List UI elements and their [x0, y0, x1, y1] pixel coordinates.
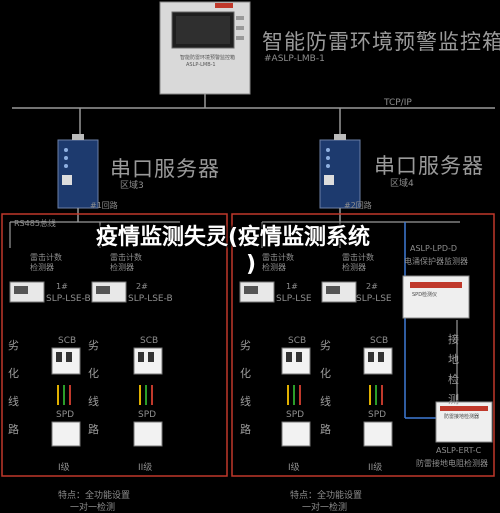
right-monitor1-title: 雷击计数: [262, 253, 294, 262]
right-monitor1-num: 1#: [286, 282, 298, 291]
overlay-line-1: 疫情监测失灵(疫情监测系统: [96, 225, 371, 250]
right-monitor1-model: SLP-LSE: [276, 294, 312, 304]
overlay-line-2: ): [246, 252, 257, 277]
right-vertical-char: 线: [320, 395, 331, 408]
spd-device-title: SPD检测仪: [412, 292, 438, 298]
left-module-label: #1回路: [90, 201, 118, 210]
left-monitor1-sub: 检测器: [30, 263, 54, 272]
right-scb1-label: SCB: [288, 336, 307, 346]
server-left-zone: 区域3: [120, 181, 144, 191]
controller-title: 智能防雷环境预警监控箱: [262, 30, 500, 54]
right-monitor2-title: 雷击计数: [342, 253, 374, 262]
right-grade1: I级: [288, 463, 300, 473]
left-monitor2-sub: 检测器: [110, 263, 134, 272]
left-vertical-text-2: 劣 化 线 路: [88, 332, 100, 444]
right-vertical-char: 化: [240, 367, 251, 380]
right-monitor1-sub: 检测器: [262, 263, 286, 272]
left-vertical-text: 劣 化 线 路: [8, 332, 20, 444]
left-bus-label: RS485总线: [14, 219, 56, 228]
server-left-title: 串口服务器: [110, 157, 220, 181]
serial-server-left: [57, 134, 99, 209]
controller-model: #ASLP-LMB-1: [264, 54, 325, 64]
left-monitor1-model: SLP-LSE-B: [46, 294, 91, 304]
serial-server-right: [319, 134, 361, 209]
right-spd2-label: SPD: [368, 410, 387, 420]
ground-vertical-char: 检: [448, 373, 459, 386]
left-vertical-char: 路: [88, 423, 99, 436]
right-vertical-char: 路: [240, 423, 251, 436]
left-scb1-label: SCB: [58, 336, 77, 346]
left-vertical-char: 劣: [88, 339, 99, 352]
left-vertical-char: 劣: [8, 339, 19, 352]
right-monitor2-num: 2#: [366, 282, 378, 291]
ground-device-sub: 防雷接地电阻检测器: [416, 459, 488, 468]
left-footer-1: 特点：全功能设置: [58, 491, 131, 501]
left-vertical-char: 化: [8, 367, 19, 380]
right-vertical-char: 劣: [240, 339, 251, 352]
left-vertical-char: 化: [88, 367, 99, 380]
left-vertical-char: 线: [8, 395, 19, 408]
left-monitor1-num: 1#: [56, 282, 68, 291]
right-footer-2: 一对一检测: [302, 503, 348, 513]
ground-vertical-char: 地: [448, 353, 459, 366]
left-scb2-label: SCB: [140, 336, 159, 346]
left-grade2: II级: [138, 463, 153, 473]
right-zone-box: [231, 213, 495, 477]
right-monitor2-model: SLP-LSE: [356, 294, 392, 304]
left-monitor2-model: SLP-LSE-B: [128, 294, 173, 304]
ground-vertical-text: 接 地 检 测: [448, 330, 460, 410]
ground-device-title: 防雷接地检测器: [444, 414, 480, 420]
right-footer-1: 特点：全功能设置: [290, 491, 363, 501]
left-monitor2-num: 2#: [136, 282, 148, 291]
right-scb2-label: SCB: [370, 336, 389, 346]
tcpip-label: TCP/IP: [384, 98, 412, 108]
right-vertical-char: 路: [320, 423, 331, 436]
left-spd1-label: SPD: [56, 410, 75, 420]
left-spd2-label: SPD: [138, 410, 157, 420]
left-vertical-char: 路: [8, 423, 19, 436]
left-zone-box: [1, 213, 228, 477]
spd-device-model: ASLP-LPD-D: [410, 244, 458, 253]
left-grade1: I级: [58, 463, 70, 473]
right-spd1-label: SPD: [286, 410, 305, 420]
right-vertical-char: 化: [320, 367, 331, 380]
right-monitor2-sub: 检测器: [342, 263, 366, 272]
left-monitor1-title: 雷击计数: [30, 253, 62, 262]
spd-device-sub: 电涌保护器监测器: [404, 257, 468, 266]
right-module-label: #2回路: [344, 201, 372, 210]
server-right-zone: 区域4: [390, 179, 414, 189]
ground-vertical-char: 测: [448, 393, 459, 406]
right-grade2: II级: [368, 463, 383, 473]
right-vertical-char: 线: [240, 395, 251, 408]
controller-screen-text: 智能防雷环境预警监控箱: [180, 55, 236, 61]
left-vertical-char: 线: [88, 395, 99, 408]
ground-device-model: ASLP-ERT-C: [436, 446, 482, 455]
server-right-title: 串口服务器: [374, 154, 484, 178]
controller-screen-model: ASLP-LMB-1: [186, 62, 216, 68]
left-monitor2-title: 雷击计数: [110, 253, 142, 262]
ground-vertical-char: 接: [448, 333, 459, 346]
right-vertical-char: 劣: [320, 339, 331, 352]
right-vertical-text: 劣 化 线 路: [240, 332, 252, 444]
overlay-caption: 疫情监测失灵(疫情监测系统 ): [96, 224, 416, 278]
left-footer-2: 一对一检测: [70, 503, 116, 513]
right-vertical-text-2: 劣 化 线 路: [320, 332, 332, 444]
